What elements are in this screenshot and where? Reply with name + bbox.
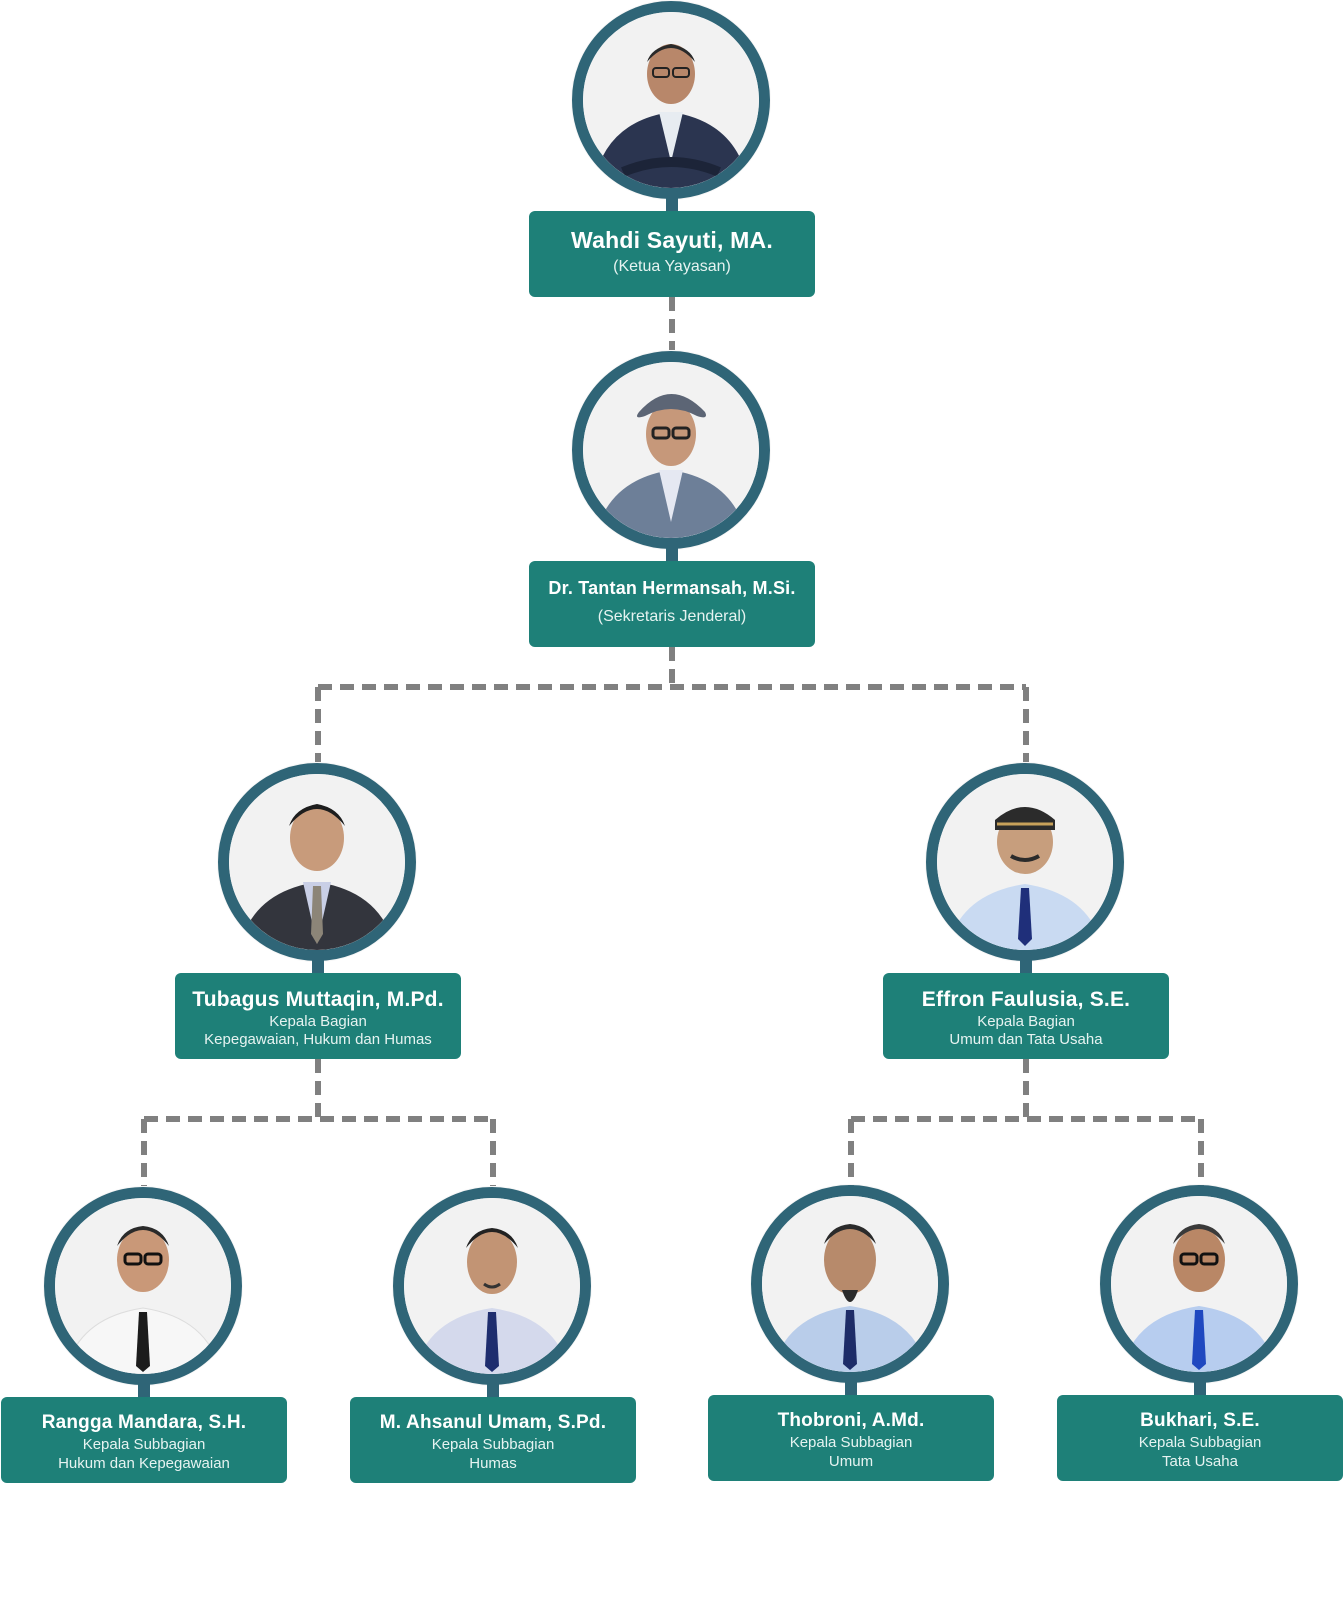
photo-frame xyxy=(393,1187,591,1385)
person-role-title: Kepala Subbagian xyxy=(82,1436,206,1453)
person-name: Tubagus Muttaqin, M.Pd. xyxy=(192,988,444,1011)
name-card: Thobroni, A.Md. Kepala Subbagian Umum xyxy=(708,1395,994,1481)
person-role-unit: Kepegawaian, Hukum dan Humas xyxy=(204,1031,432,1048)
person-role-title: Kepala Bagian xyxy=(977,1013,1075,1030)
photo-stem xyxy=(666,191,678,213)
name-card: Rangga Mandara, S.H. Kepala Subbagian Hu… xyxy=(1,1397,287,1483)
portrait-photo xyxy=(937,774,1113,950)
org-connectors xyxy=(141,297,1204,1186)
name-card: Wahdi Sayuti, MA. (Ketua Yayasan) xyxy=(529,211,815,297)
org-node-kabag-umum: Effron Faulusia, S.E. Kepala Bagian Umum… xyxy=(883,763,1169,1183)
person-name: Rangga Mandara, S.H. xyxy=(41,1412,247,1433)
photo-frame xyxy=(572,351,770,549)
photo-stem xyxy=(1194,1375,1206,1397)
org-node-kabag-kepegawaian: Tubagus Muttaqin, M.Pd. Kepala Bagian Ke… xyxy=(175,763,461,1183)
photo-frame xyxy=(926,763,1124,961)
photo-stem xyxy=(1020,953,1032,975)
name-card: M. Ahsanul Umam, S.Pd. Kepala Subbagian … xyxy=(350,1397,636,1483)
person-role-title: Kepala Subbagian xyxy=(789,1434,913,1451)
photo-stem xyxy=(312,953,324,975)
photo-frame xyxy=(572,1,770,199)
person-name: M. Ahsanul Umam, S.Pd. xyxy=(379,1412,607,1433)
photo-stem xyxy=(666,541,678,563)
person-name: Bukhari, S.E. xyxy=(1140,1410,1260,1431)
person-role-unit: Humas xyxy=(469,1455,517,1472)
person-role-unit: Umum dan Tata Usaha xyxy=(949,1031,1103,1048)
portrait-photo xyxy=(583,362,759,538)
person-role-unit: Tata Usaha xyxy=(1162,1453,1238,1470)
photo-frame xyxy=(751,1185,949,1383)
photo-frame xyxy=(1100,1185,1298,1383)
org-node-kasubag-umum: Thobroni, A.Md. Kepala Subbagian Umum xyxy=(708,1185,994,1605)
portrait-photo xyxy=(55,1198,231,1374)
person-role: (Sekretaris Jenderal) xyxy=(597,608,747,625)
person-role-unit: Hukum dan Kepegawaian xyxy=(58,1455,230,1472)
person-role-unit: Umum xyxy=(828,1453,874,1470)
portrait-photo xyxy=(404,1198,580,1374)
person-name: Effron Faulusia, S.E. xyxy=(921,988,1131,1011)
photo-stem xyxy=(845,1375,857,1397)
org-node-kasubag-tu: Bukhari, S.E. Kepala Subbagian Tata Usah… xyxy=(1057,1185,1343,1605)
name-card: Dr. Tantan Hermansah, M.Si. (Sekretaris … xyxy=(529,561,815,647)
org-node-sekjen: Dr. Tantan Hermansah, M.Si. (Sekretaris … xyxy=(529,351,815,771)
photo-frame xyxy=(44,1187,242,1385)
portrait-photo xyxy=(1111,1196,1287,1372)
person-name: Wahdi Sayuti, MA. xyxy=(571,227,773,253)
photo-stem xyxy=(138,1377,150,1399)
person-role: (Ketua Yayasan) xyxy=(613,258,731,275)
person-role-title: Kepala Subbagian xyxy=(431,1436,555,1453)
org-node-kasubag-humas: M. Ahsanul Umam, S.Pd. Kepala Subbagian … xyxy=(350,1187,636,1607)
photo-frame xyxy=(218,763,416,961)
portrait-photo xyxy=(583,12,759,188)
connector-kabag-umum-subs xyxy=(848,1059,1204,1186)
name-card: Bukhari, S.E. Kepala Subbagian Tata Usah… xyxy=(1057,1395,1343,1481)
person-name: Thobroni, A.Md. xyxy=(777,1410,925,1431)
portrait-photo xyxy=(229,774,405,950)
org-node-ketua: Wahdi Sayuti, MA. (Ketua Yayasan) xyxy=(529,1,815,421)
org-node-kasubag-hukum: Rangga Mandara, S.H. Kepala Subbagian Hu… xyxy=(1,1187,287,1607)
person-name: Dr. Tantan Hermansah, M.Si. xyxy=(548,578,796,598)
person-role-title: Kepala Subbagian xyxy=(1138,1434,1262,1451)
connector-sekjen-kabag xyxy=(315,647,1029,762)
portrait-photo xyxy=(762,1196,938,1372)
name-card: Tubagus Muttaqin, M.Pd. Kepala Bagian Ke… xyxy=(175,973,461,1059)
photo-stem xyxy=(487,1377,499,1399)
person-role-title: Kepala Bagian xyxy=(269,1013,367,1030)
name-card: Effron Faulusia, S.E. Kepala Bagian Umum… xyxy=(883,973,1169,1059)
connector-kabag-kepegawaian-subs xyxy=(141,1059,496,1186)
